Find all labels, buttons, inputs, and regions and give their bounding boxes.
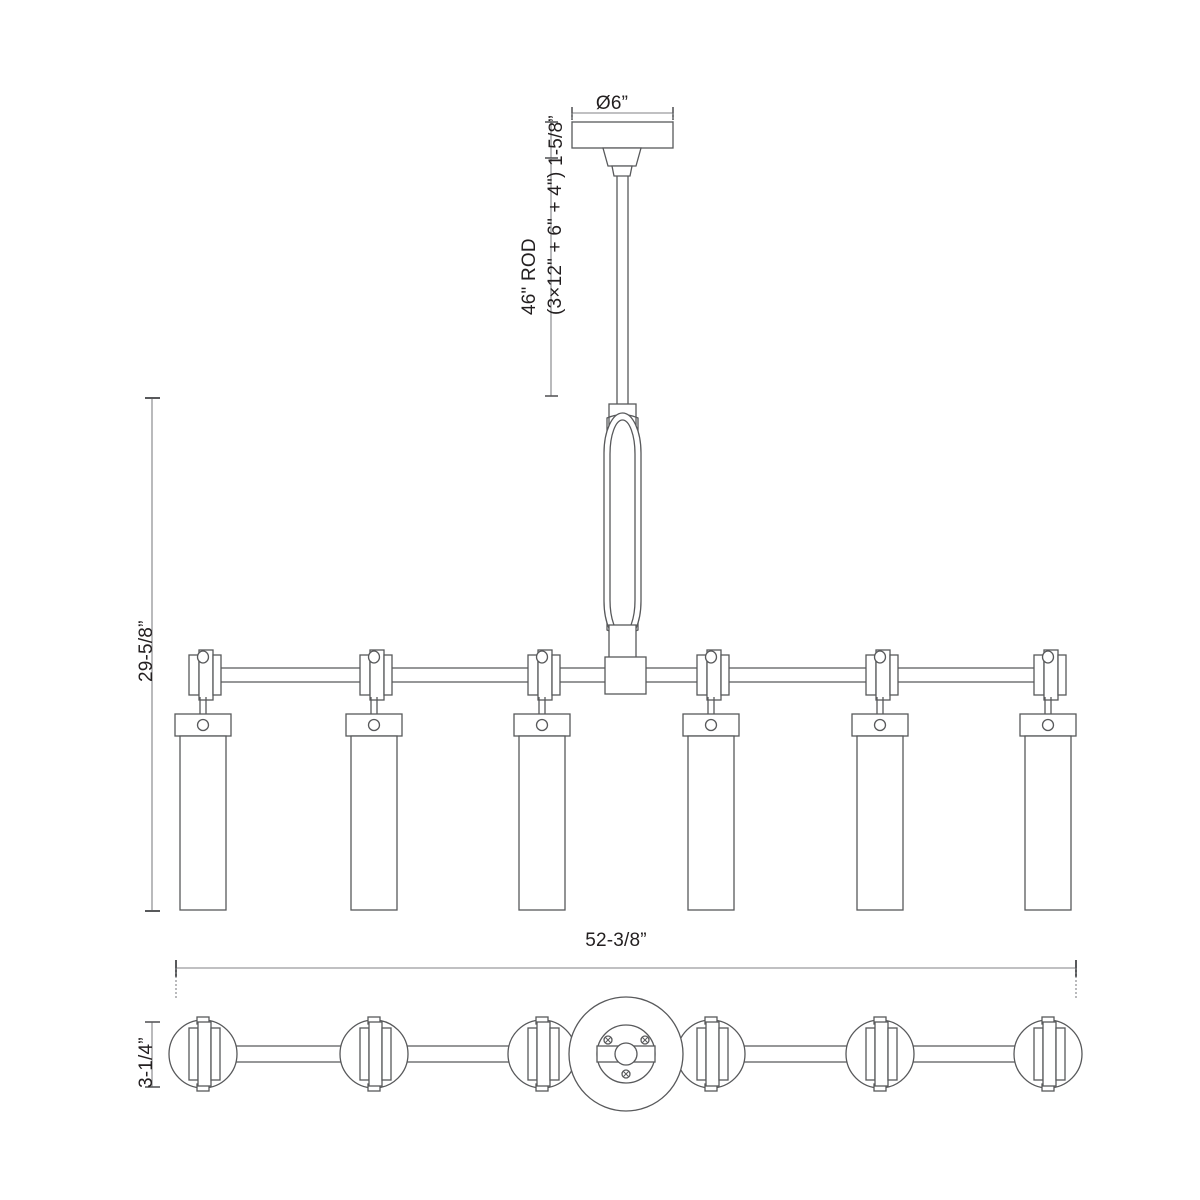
plan-light-module <box>676 1016 746 1092</box>
light-module <box>345 649 403 911</box>
center-junction-block <box>604 656 647 695</box>
dim-overall-width <box>175 960 1077 1000</box>
dim-label-canopy-diameter: Ø6” <box>595 93 629 114</box>
light-module <box>1019 649 1077 911</box>
dim-label-rod-length: 46" ROD <box>519 238 540 315</box>
top-plan-view <box>168 996 1083 1112</box>
dim-overall-height <box>145 397 160 912</box>
plan-light-module <box>845 1016 915 1092</box>
dim-rod-length <box>545 163 558 397</box>
plan-light-module <box>1013 1016 1083 1092</box>
front-elevation-view <box>174 121 1077 911</box>
plan-light-module <box>168 1016 238 1092</box>
oval-link-hanger <box>603 403 642 661</box>
dim-label-overall-width: 52-3/8” <box>585 930 647 951</box>
plan-canopy <box>568 996 684 1112</box>
plan-light-module <box>339 1016 409 1092</box>
dim-depth <box>145 1021 160 1088</box>
dimension-lines <box>145 107 1077 1088</box>
plan-light-module <box>507 1016 577 1092</box>
dim-label-depth: 3-1/4” <box>136 1037 157 1088</box>
dim-label-canopy-height: 1-5/8” <box>546 115 567 166</box>
dim-canopy-diameter <box>571 107 674 122</box>
dim-canopy-height <box>545 121 558 163</box>
down-rod <box>616 176 629 410</box>
dim-label-overall-height: 29-5/8” <box>136 620 157 682</box>
light-module <box>174 649 232 911</box>
light-module <box>851 649 909 911</box>
light-module <box>513 649 571 911</box>
dim-label-rod-breakdown: (3×12" + 6" + 4") <box>545 171 566 315</box>
canopy <box>571 121 674 177</box>
light-module <box>682 649 740 911</box>
